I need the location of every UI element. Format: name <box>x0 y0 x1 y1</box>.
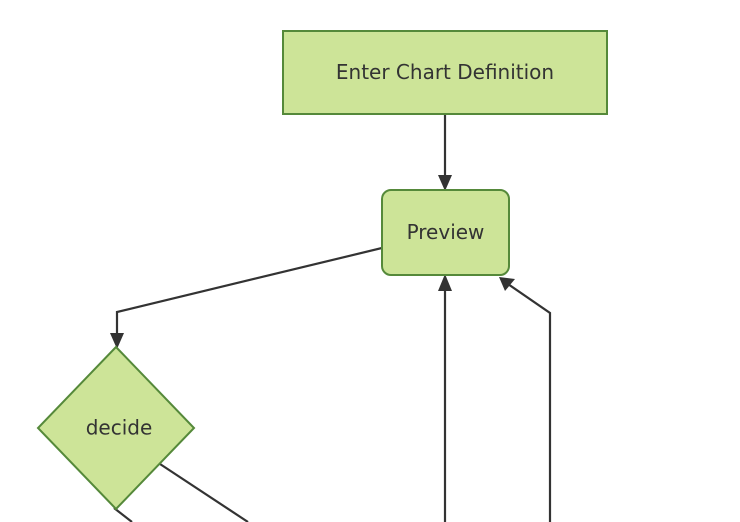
edge-enter-to-preview[interactable] <box>438 114 452 191</box>
node-shape-rectangle <box>282 30 608 115</box>
node-label-decide: decide <box>86 416 153 440</box>
edge-line <box>159 463 249 522</box>
arrowhead-down-icon <box>438 175 452 191</box>
edge-lower-right-to-preview[interactable] <box>499 277 552 522</box>
edge-decide-branch-right[interactable] <box>159 463 249 522</box>
node-preview[interactable]: Preview <box>381 189 510 276</box>
edge-preview-to-decide[interactable] <box>110 246 383 349</box>
edge-line <box>113 507 133 522</box>
node-enter-chart-definition[interactable]: Enter Chart Definition <box>282 30 608 115</box>
arrowhead-down-icon <box>110 333 124 349</box>
node-label-preview: Preview <box>407 220 485 244</box>
node-shape-diamond <box>36 345 196 511</box>
node-shape-rounded-rectangle <box>381 189 510 276</box>
edge-layer <box>110 114 552 522</box>
arrowhead-up-left-icon <box>499 277 515 291</box>
edge-line <box>115 246 383 340</box>
edge-line <box>507 283 552 522</box>
node-layer: Enter Chart Definition Preview decide <box>36 30 608 511</box>
edge-decide-branch-left[interactable] <box>113 507 133 522</box>
arrowhead-up-icon <box>438 274 452 291</box>
edge-lower-center-to-preview[interactable] <box>438 274 452 522</box>
node-label-enter-chart-definition: Enter Chart Definition <box>336 60 554 84</box>
node-decide[interactable]: decide <box>36 345 196 511</box>
